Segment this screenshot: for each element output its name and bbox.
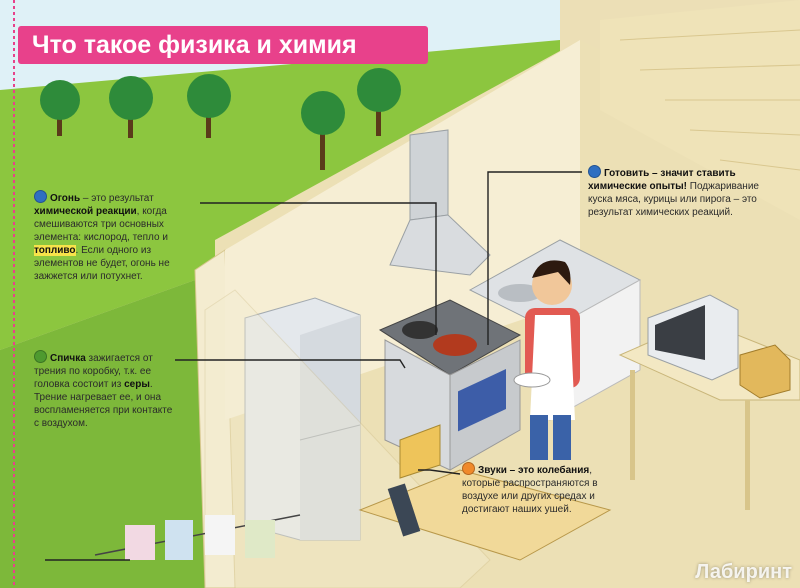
cook-man [513,260,580,460]
tree-icon [40,80,80,136]
tree-icon [187,74,231,138]
note-fire-text-1: – это результат [80,193,154,204]
page-title: Что такое физика и химия [18,26,428,64]
note-fire-bold-1: Огонь [50,193,81,204]
note-fire-text-3: . Если одного из элементов не будет, ого… [34,245,170,282]
blue-dot-icon [34,190,47,203]
green-dot-icon [34,350,47,363]
orange-dot-icon [462,462,475,475]
watermark: Лабиринт [695,561,792,583]
note-fire: Огонь – это результат химической реакции… [34,190,202,283]
note-match-bold-1: Спичка [50,353,86,364]
front-table [358,424,612,561]
tree-icon [109,76,153,138]
note-match-bold-2: серы [124,379,150,390]
note-fire-bold-2: химической реакции [34,206,137,217]
microwave [647,294,739,381]
note-fire-text-2: , когда смешиваются три основных элемент… [34,206,168,243]
refrigerator [244,297,361,541]
tree-icon [301,91,345,170]
stairs [600,0,800,220]
note-sound-bold: Звуки – это колебания [478,465,590,476]
note-cooking-bold: Готовить – значит ставить химические опы… [588,168,736,192]
note-cooking: Готовить – значит ставить химические опы… [588,165,766,219]
leader-lines [45,171,582,561]
note-fire-highlight: топливо [34,245,76,256]
blue-dot-icon [588,165,601,178]
note-match-text-1: зажигается от трения по коробку, т.к. ее… [34,353,153,390]
note-sound-text: , которые распространяются в воздухе или… [462,465,598,515]
laundry-line [94,514,301,560]
note-match: Спичка зажигается от трения по коробку, … [34,350,176,430]
tree-icon [357,68,401,136]
note-cooking-text: Поджаривание куска мяса, курицы или пиро… [588,181,759,218]
note-match-text-2: . Трение нагревает ее, и она воспламеняе… [34,379,173,429]
toaster [739,344,791,399]
range-hood [389,129,491,276]
note-sound: Звуки – это колебания, которые распростр… [462,462,602,516]
grass-front [0,280,215,588]
stove [378,299,522,471]
